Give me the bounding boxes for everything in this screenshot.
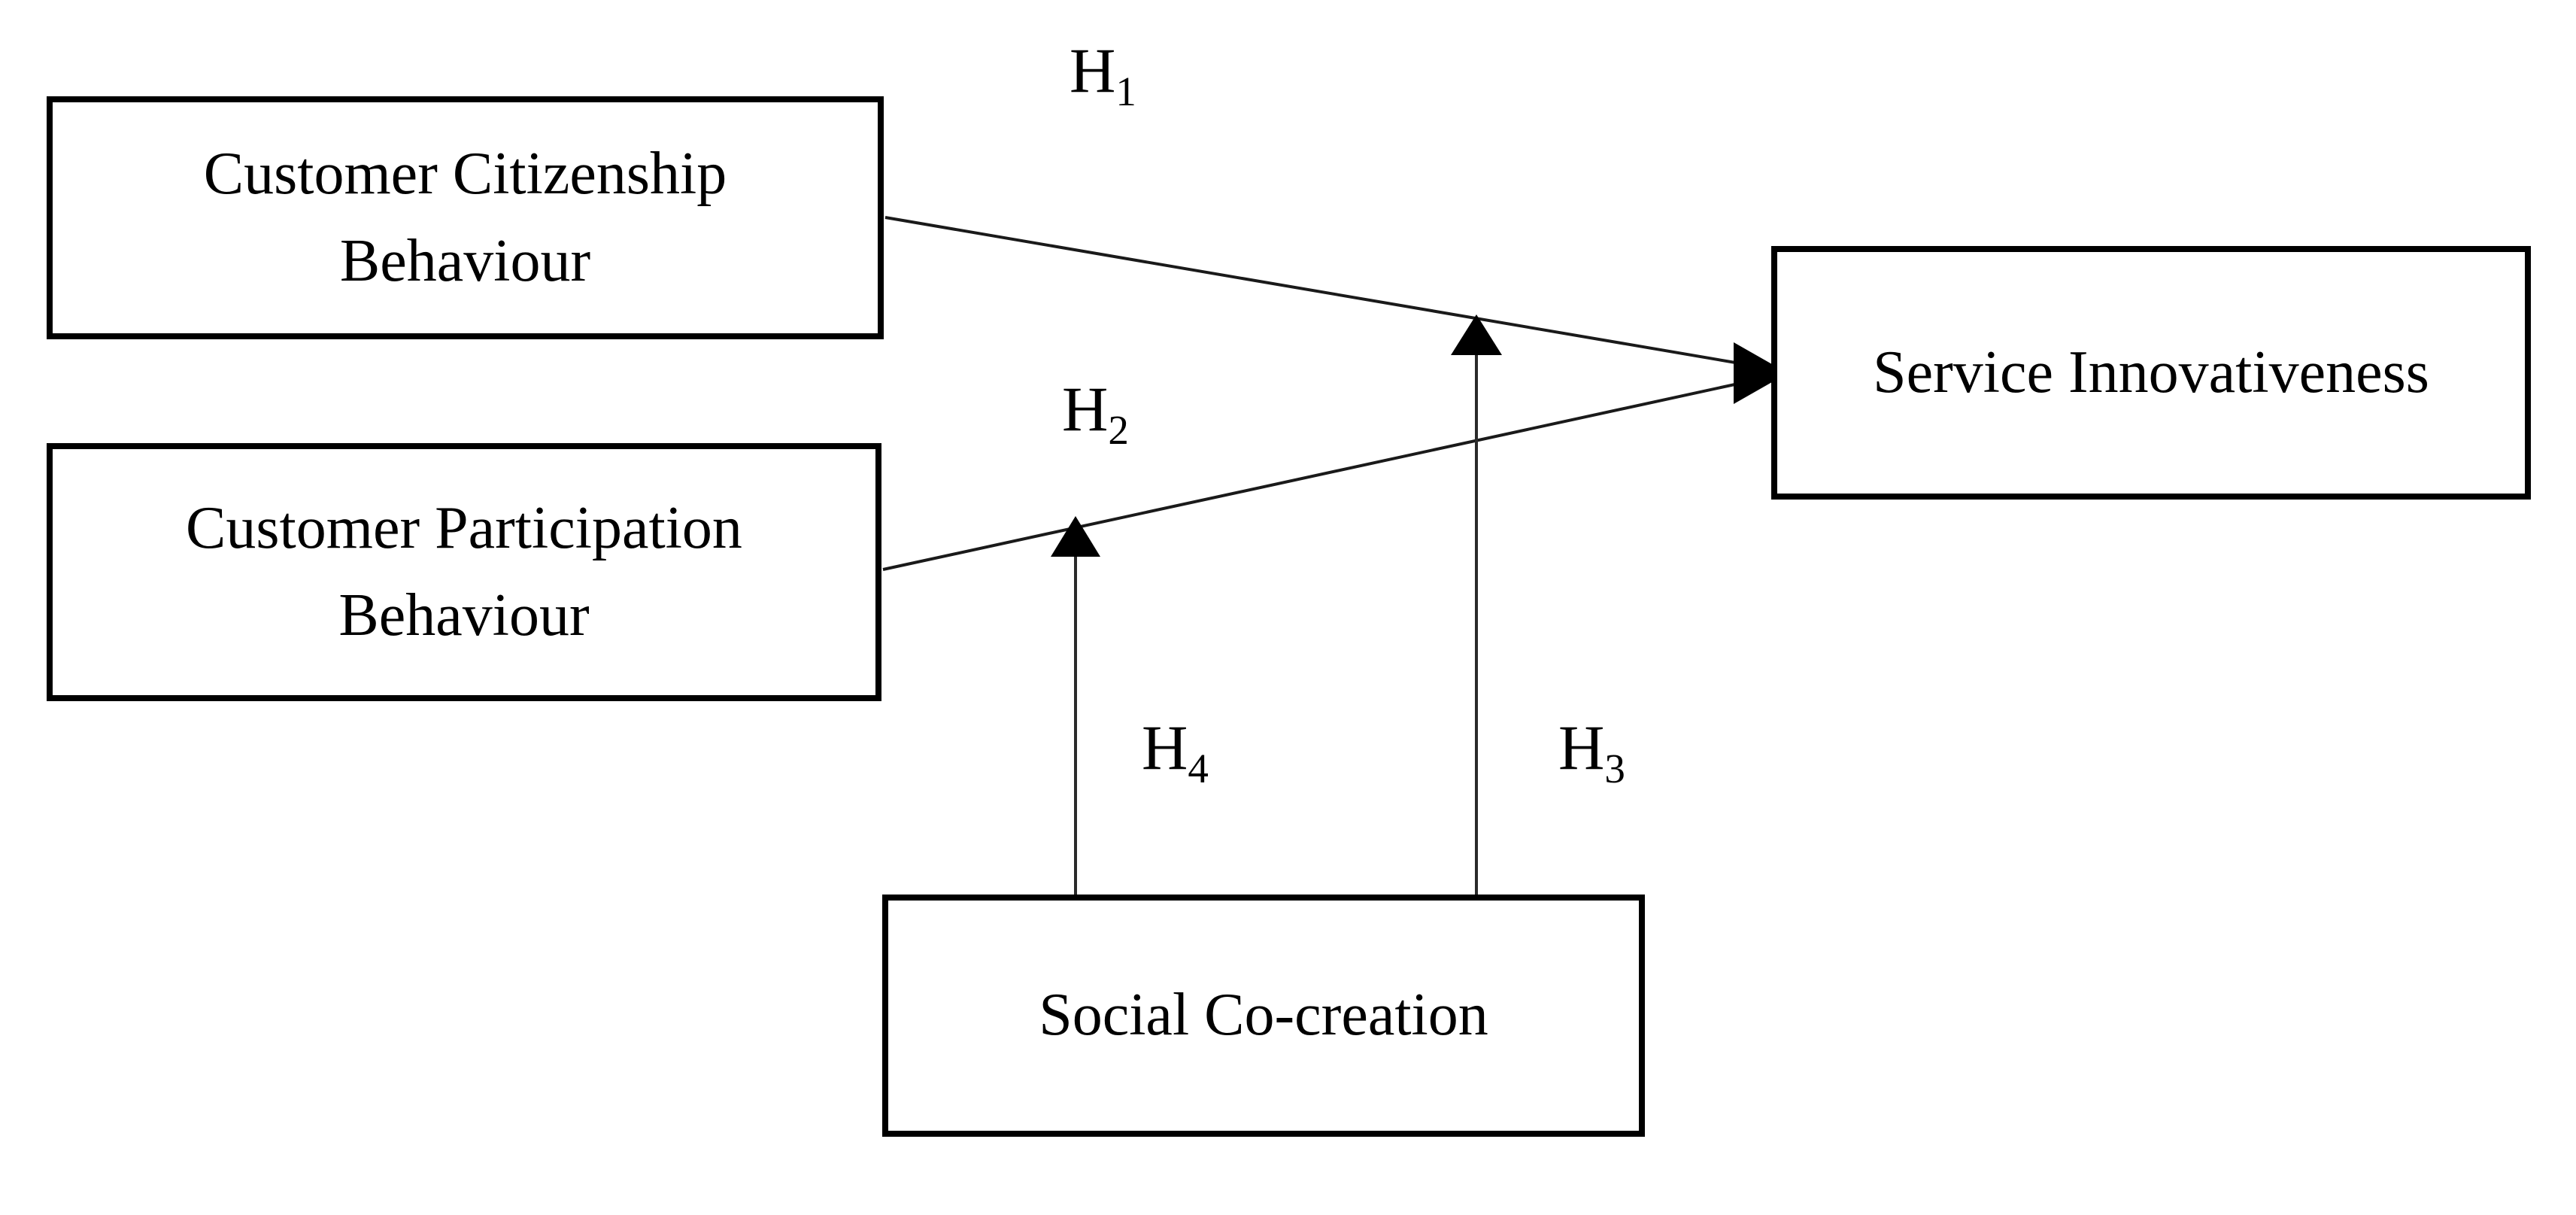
h3-arrowhead-icon [1451, 314, 1502, 355]
hypothesis-label-h2: H2 [1062, 374, 1129, 451]
hypothesis-h1-base: H [1070, 35, 1116, 106]
h4-arrowhead-icon [1051, 516, 1100, 557]
hypothesis-h2-base: H [1062, 374, 1109, 445]
hypothesis-h4-subscript: 4 [1188, 746, 1209, 791]
node-service-innovativeness: Service Innovativeness [1771, 246, 2531, 500]
h1-path-line [884, 216, 1749, 366]
node-customer-citizenship-behaviour-label: Customer Citizenship Behaviour [203, 141, 727, 294]
hypothesis-label-h1: H1 [1070, 35, 1136, 112]
hypothesis-h2-subscript: 2 [1108, 407, 1129, 453]
node-customer-participation-behaviour-label: Customer Participation Behaviour [186, 495, 742, 649]
node-social-co-creation: Social Co-creation [882, 895, 1645, 1137]
node-social-co-creation-label: Social Co-creation [1039, 982, 1488, 1049]
service-innovativeness-arrowhead-icon [1734, 342, 1788, 404]
hypothesis-h3-base: H [1558, 712, 1605, 783]
node-customer-citizenship-behaviour: Customer Citizenship Behaviour [47, 96, 884, 339]
hypothesis-label-h4: H4 [1142, 712, 1209, 789]
node-service-innovativeness-label: Service Innovativeness [1873, 339, 2429, 406]
hypothesis-h3-subscript: 3 [1604, 746, 1625, 791]
node-customer-participation-behaviour: Customer Participation Behaviour [47, 443, 881, 701]
h2-path-line [882, 380, 1749, 571]
hypothesis-h1-subscript: 1 [1115, 68, 1136, 114]
hypothesis-label-h3: H3 [1558, 712, 1625, 789]
hypothesis-h4-base: H [1142, 712, 1188, 783]
